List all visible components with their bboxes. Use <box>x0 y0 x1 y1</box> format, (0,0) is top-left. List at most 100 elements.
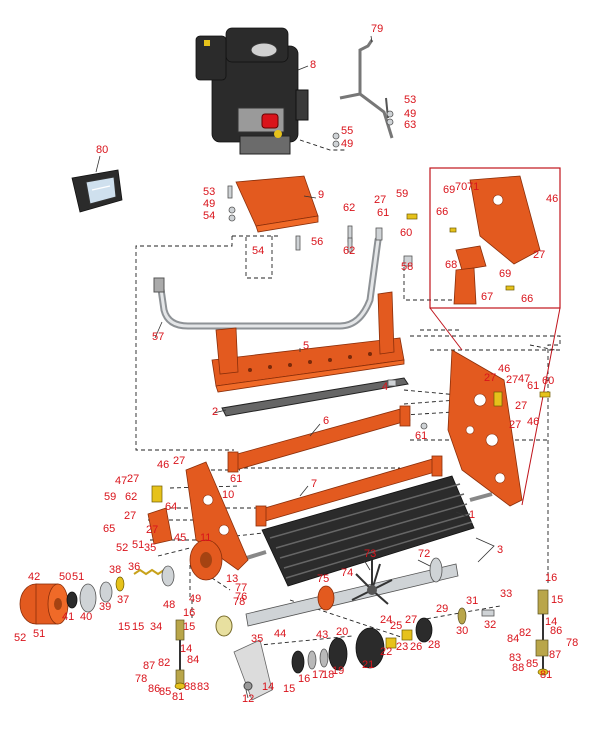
part-callout-c68: 68 <box>445 259 457 271</box>
part-callout-c60b: 60 <box>542 375 554 387</box>
part-callout-c27a: 27 <box>374 194 386 206</box>
part-callout-c69b: 69 <box>499 268 511 280</box>
part-callout-c47a: 47 <box>518 373 530 385</box>
part-callout-c27e: 27 <box>515 400 527 412</box>
part-callout-c60a: 60 <box>400 227 412 239</box>
part-callout-c88a: 88 <box>512 662 524 674</box>
part-callout-c22: 22 <box>380 646 392 658</box>
part-callout-c75: 75 <box>317 573 329 585</box>
part-callout-c78b: 78 <box>566 637 578 649</box>
part-callout-c71: 71 <box>467 181 479 193</box>
part-callout-c87a: 87 <box>549 649 561 661</box>
part-callout-c5: 5 <box>303 340 309 352</box>
part-callout-c27b: 27 <box>533 249 545 261</box>
adjuster-left <box>174 619 186 690</box>
part-callout-c19: 19 <box>332 665 344 677</box>
part-callout-c46b: 46 <box>498 363 510 375</box>
bracket-part-79 <box>339 39 394 139</box>
part-callout-c62a: 62 <box>343 202 355 214</box>
part-callout-c76: 76 <box>235 591 247 603</box>
handle-part-57 <box>153 236 382 330</box>
part-callout-c6: 6 <box>323 415 329 427</box>
part-callout-c53a: 53 <box>404 94 416 106</box>
part-callout-c40: 40 <box>80 611 92 623</box>
leader-lines <box>95 35 495 699</box>
part-callout-c10: 10 <box>222 489 234 501</box>
part-callout-c38: 38 <box>109 564 121 576</box>
part-callout-c3: 3 <box>497 544 503 556</box>
part-callout-c78c: 78 <box>135 673 147 685</box>
part-callout-c72: 72 <box>418 548 430 560</box>
engine-part-8 <box>195 27 309 155</box>
part-callout-c37: 37 <box>117 594 129 606</box>
part-callout-c2: 2 <box>212 406 218 418</box>
reel-part-1 <box>239 475 493 587</box>
part-callout-c56: 56 <box>311 236 323 248</box>
part-callout-c74: 74 <box>341 567 353 579</box>
part-callout-c27h: 27 <box>127 473 139 485</box>
part-callout-c51a: 51 <box>132 539 144 551</box>
roller-part-42 <box>19 583 69 625</box>
part-callout-c27g: 27 <box>173 455 185 467</box>
part-callout-c14b: 14 <box>262 681 274 693</box>
part-callout-c84b: 84 <box>187 654 199 666</box>
part-callout-c46a: 46 <box>546 193 558 205</box>
part-callout-c66a: 66 <box>436 206 448 218</box>
part-callout-c73: 73 <box>364 548 376 560</box>
housing-part-12 <box>233 607 495 701</box>
part-callout-c50: 50 <box>59 571 71 583</box>
part-callout-c23: 23 <box>396 641 408 653</box>
part-callout-c82a: 82 <box>519 627 531 639</box>
fasteners <box>151 110 551 503</box>
part-callout-c4: 4 <box>382 381 388 393</box>
part-callout-c35a: 35 <box>144 542 156 554</box>
part-callout-c88b: 88 <box>184 681 196 693</box>
frame-member-part-5 <box>211 291 405 393</box>
part-callout-c77: 77 <box>235 582 247 594</box>
part-callout-c15d: 15 <box>132 621 144 633</box>
part-callout-c66b: 66 <box>521 293 533 305</box>
part-callout-c79: 79 <box>371 23 383 35</box>
part-callout-c52b: 52 <box>14 632 26 644</box>
part-callout-c62b: 62 <box>343 245 355 257</box>
part-callout-c54b: 54 <box>252 245 264 257</box>
detail-inset-box <box>429 167 561 506</box>
bar-part-7 <box>255 455 443 527</box>
part-callout-c17: 17 <box>312 669 324 681</box>
part-callout-c85b: 85 <box>159 686 171 698</box>
part-callout-c24: 24 <box>380 614 392 626</box>
part-callout-c39: 39 <box>99 601 111 613</box>
part-callout-c64: 64 <box>165 501 177 513</box>
part-callout-c41: 41 <box>62 611 74 623</box>
part-callout-c59a: 59 <box>396 188 408 200</box>
part-callout-c27d: 27 <box>506 374 518 386</box>
part-callout-c86a: 86 <box>550 625 562 637</box>
part-callout-c61b: 61 <box>527 380 539 392</box>
part-callout-c15c: 15 <box>118 621 130 633</box>
part-callout-c42: 42 <box>28 571 40 583</box>
part-callout-c1: 1 <box>469 509 475 521</box>
part-callout-c83a: 83 <box>509 652 521 664</box>
part-callout-c15b: 15 <box>183 621 195 633</box>
part-callout-c62c: 62 <box>125 491 137 503</box>
pulley-set-left <box>66 565 175 613</box>
part-callout-c49c: 49 <box>203 198 215 210</box>
part-callout-c43: 43 <box>316 629 328 641</box>
part-callout-c59b: 59 <box>104 491 116 503</box>
part-callout-c49a: 49 <box>404 108 416 120</box>
part-callout-c65: 65 <box>103 523 115 535</box>
part-callout-c11: 11 <box>200 532 211 544</box>
part-callout-c27i: 27 <box>124 510 136 522</box>
part-callout-c16b: 16 <box>183 607 195 619</box>
part-callout-c16a: 16 <box>545 572 557 584</box>
part-callout-c45: 45 <box>174 532 186 544</box>
part-callout-c9: 9 <box>318 189 324 201</box>
part-callout-c30: 30 <box>456 625 468 637</box>
part-callout-c21: 21 <box>362 659 374 671</box>
part-callout-c83b: 83 <box>197 681 209 693</box>
part-callout-c61c: 61 <box>415 430 427 442</box>
part-callout-c29: 29 <box>436 603 448 615</box>
part-callout-c69a: 69 <box>443 184 455 196</box>
part-callout-c16c: 16 <box>298 673 310 685</box>
